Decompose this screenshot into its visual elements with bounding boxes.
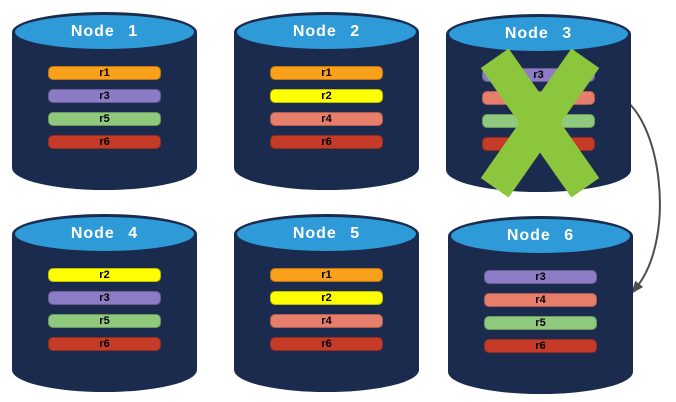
node-1: Node 1 r1 r3 r5 r6 [12,12,197,190]
replica-list: r3 r4 r5 r6 [482,68,595,151]
node-3: Node 3 r3 r4 r5 r6 [446,14,631,198]
replica-bar: r6 [482,137,595,151]
replica-bar: r3 [48,291,161,305]
node-6: Node 6 r3 r4 r5 r6 [448,216,633,394]
arrowhead-icon [631,280,644,294]
cylinder-top: Node 5 [234,214,419,254]
node-label: Node 2 [292,23,361,40]
replica-bar: r6 [48,337,161,351]
cylinder-top: Node 6 [448,216,633,256]
node-4: Node 4 r2 r3 r5 r6 [12,214,197,392]
replica-bar: r5 [484,316,597,330]
node-5: Node 5 r1 r2 r4 r6 [234,214,419,392]
replica-list: r2 r3 r5 r6 [48,268,161,351]
replica-bar: r2 [270,89,383,103]
replica-bar: r2 [270,291,383,305]
node-label: Node 4 [70,225,139,242]
cylinder-body [234,234,419,392]
cylinder-top: Node 4 [12,214,197,254]
replica-bar: r4 [484,293,597,307]
replica-bar: r1 [270,268,383,282]
replica-list: r1 r3 r5 r6 [48,66,161,149]
replica-bar: r5 [482,114,595,128]
replica-bar: r1 [48,66,161,80]
replica-bar: r1 [270,66,383,80]
failover-arrow [617,95,661,294]
cylinder-top: Node 1 [12,12,197,52]
replica-bar: r3 [48,89,161,103]
node-label: Node 1 [70,23,139,40]
node-2: Node 2 r1 r2 r4 r6 [234,12,419,190]
cylinder-body [234,32,419,190]
node-label: Node 5 [292,225,361,242]
cylinder-top: Node 2 [234,12,419,52]
replica-bar: r6 [48,135,161,149]
replica-bar: r5 [48,112,161,126]
replica-bar: r3 [482,68,595,82]
node-label: Node 3 [504,25,573,42]
failover-arrow-curve [617,95,661,289]
cylinder-top: Node 3 [446,14,631,54]
replica-bar: r5 [48,314,161,328]
replica-bar: r6 [270,337,383,351]
replica-bar: r6 [484,339,597,353]
replica-list: r1 r2 r4 r6 [270,66,383,149]
node-label: Node 6 [506,227,575,244]
cylinder-body [12,234,197,392]
replica-bar: r6 [270,135,383,149]
replica-bar: r4 [482,91,595,105]
replica-bar: r4 [270,314,383,328]
replica-list: r1 r2 r4 r6 [270,268,383,351]
replica-list: r3 r4 r5 r6 [484,270,597,353]
replica-bar: r4 [270,112,383,126]
replica-bar: r3 [484,270,597,284]
cylinder-body [448,236,633,394]
replica-bar: r2 [48,268,161,282]
cylinder-body [12,32,197,190]
